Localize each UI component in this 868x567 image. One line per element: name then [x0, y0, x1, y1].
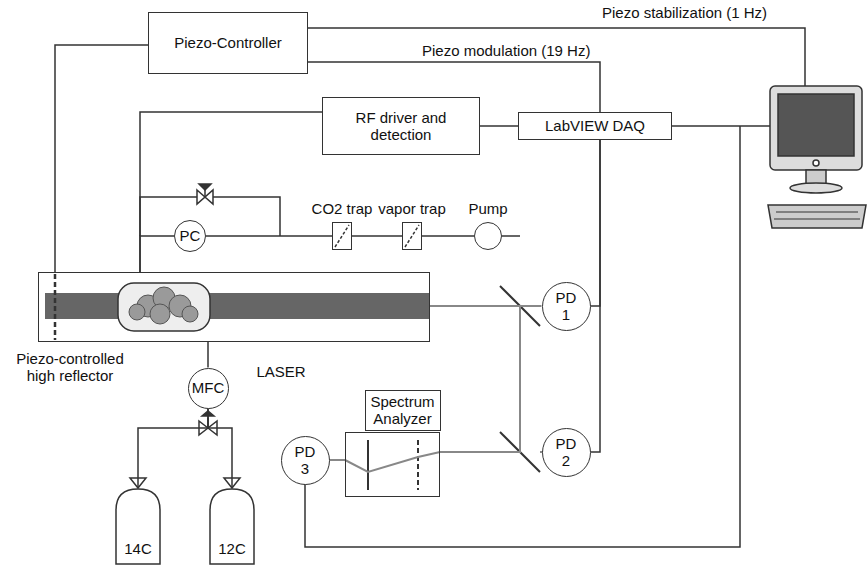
- beam: [345, 452, 440, 472]
- node-heading: Spectrum Analyzer: [365, 390, 441, 431]
- circle-node: PC: [174, 220, 206, 252]
- node-label: RF driver and detection: [341, 109, 461, 144]
- annotation-label: Piezo-controlled high reflector: [2, 350, 138, 385]
- beam-path: [430, 306, 520, 452]
- trap-filter-box: vapor trap: [402, 222, 422, 250]
- wire-connector: [138, 409, 208, 489]
- bypass-line: [213, 197, 280, 236]
- high-reflector: [54, 274, 57, 340]
- node-label: PD 3: [291, 443, 319, 478]
- cylinder-body: [116, 489, 160, 564]
- wire-connector: [422, 235, 474, 237]
- node-heading: Pump: [468, 200, 507, 217]
- circle-node: Pump: [474, 222, 502, 250]
- circle-node: PD 2: [542, 428, 591, 477]
- node-label: MFC: [192, 379, 225, 396]
- node-label: Piezo-Controller: [174, 34, 282, 51]
- analyzer-mirror: [367, 440, 369, 490]
- process-box: Piezo-Controller: [148, 12, 308, 74]
- edge-label: Piezo modulation (19 Hz): [420, 42, 592, 59]
- node-heading: CO2 trap: [312, 200, 373, 217]
- laser-beam-band: [45, 293, 430, 319]
- wire-connector: [140, 236, 174, 272]
- wire-connector: [208, 409, 232, 489]
- circle-node: MFC: [188, 368, 229, 409]
- wire-connector: [591, 140, 601, 306]
- node-label: 14C: [124, 540, 152, 557]
- process-box: RF driver and detection: [322, 97, 480, 155]
- wire-connector: [140, 112, 322, 272]
- wire-connector: [206, 235, 332, 237]
- computer-icon: [768, 86, 866, 228]
- laser-housing: LASER: [38, 272, 430, 342]
- node-label: PC: [180, 227, 201, 244]
- cylinder-body: [210, 489, 254, 564]
- circle-node: PD 3: [281, 436, 330, 485]
- spectrum-analyzer: Spectrum Analyzer: [345, 432, 440, 497]
- wire-connector: [352, 235, 402, 237]
- valve-handle: [199, 184, 211, 190]
- gas-cylinder: 14C: [115, 488, 161, 565]
- pump-outlet: [502, 235, 520, 237]
- circle-node: PD 1: [542, 282, 591, 331]
- analyzer-mirror: [417, 440, 419, 490]
- wire: [308, 28, 805, 86]
- trap-filter: [405, 225, 419, 247]
- node-label: LabVIEW DAQ: [545, 117, 645, 134]
- beam-path: [330, 459, 346, 461]
- node-heading: LASER: [256, 363, 305, 380]
- gas-cylinder: 12C: [209, 488, 255, 565]
- node-label: PD 1: [552, 289, 580, 324]
- wire-connector: [207, 342, 209, 368]
- gas-cell: [118, 283, 210, 331]
- node-heading: vapor trap: [378, 200, 446, 217]
- node-label: PD 2: [552, 435, 580, 470]
- trap-filter-box: CO2 trap: [332, 222, 352, 250]
- gas-cloud: [129, 287, 198, 324]
- wire: [672, 125, 770, 127]
- annotation-label: Piezo stabilization (1 Hz): [600, 4, 769, 21]
- trap-filter: [335, 225, 349, 247]
- wire-connector: [591, 140, 601, 452]
- wire-connector: [55, 45, 148, 272]
- process-box: LabVIEW DAQ: [518, 112, 672, 140]
- wire: [305, 126, 740, 547]
- node-label: 12C: [218, 540, 246, 557]
- wire-connector: [480, 125, 518, 127]
